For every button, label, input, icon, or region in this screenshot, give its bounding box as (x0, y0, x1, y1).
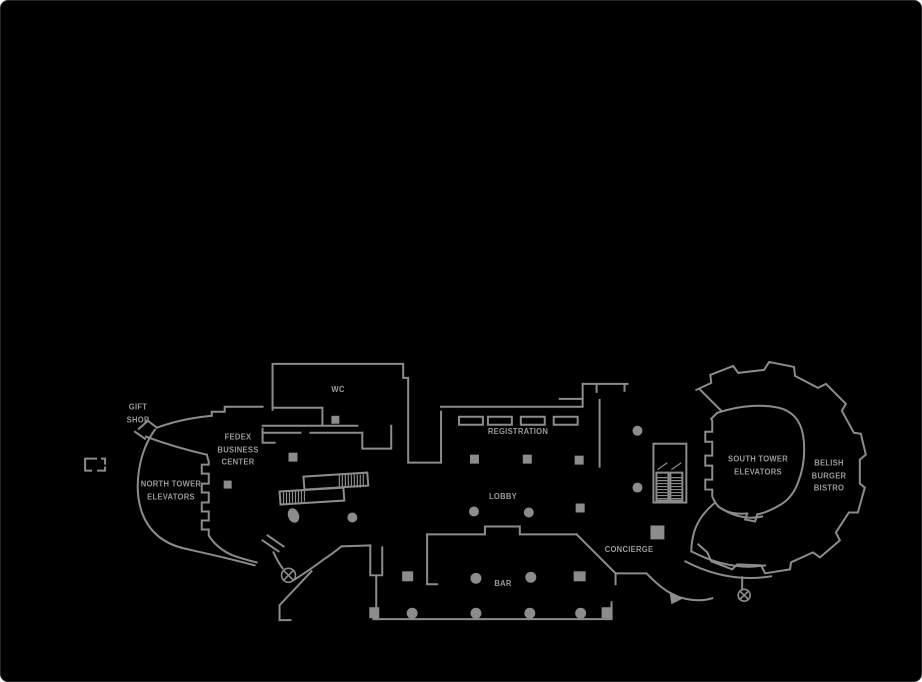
southeast-door-icon (737, 588, 751, 603)
southwest-entrance-walls (261, 534, 384, 622)
elevator-bank (652, 442, 688, 504)
southwest-door-icon (280, 567, 297, 584)
registration-walls (440, 382, 629, 468)
fedex-gift-walls (133, 405, 393, 567)
escalators (278, 471, 370, 506)
bistro-outer-wall (694, 360, 867, 575)
walkway-arrow (669, 591, 684, 605)
left-nook-walls (84, 457, 107, 472)
south-elevator-core (690, 387, 806, 553)
columns (223, 415, 665, 619)
north-elevator-core (200, 453, 258, 564)
concierge-walkway-walls (614, 550, 773, 605)
wc-room-walls (271, 362, 443, 464)
